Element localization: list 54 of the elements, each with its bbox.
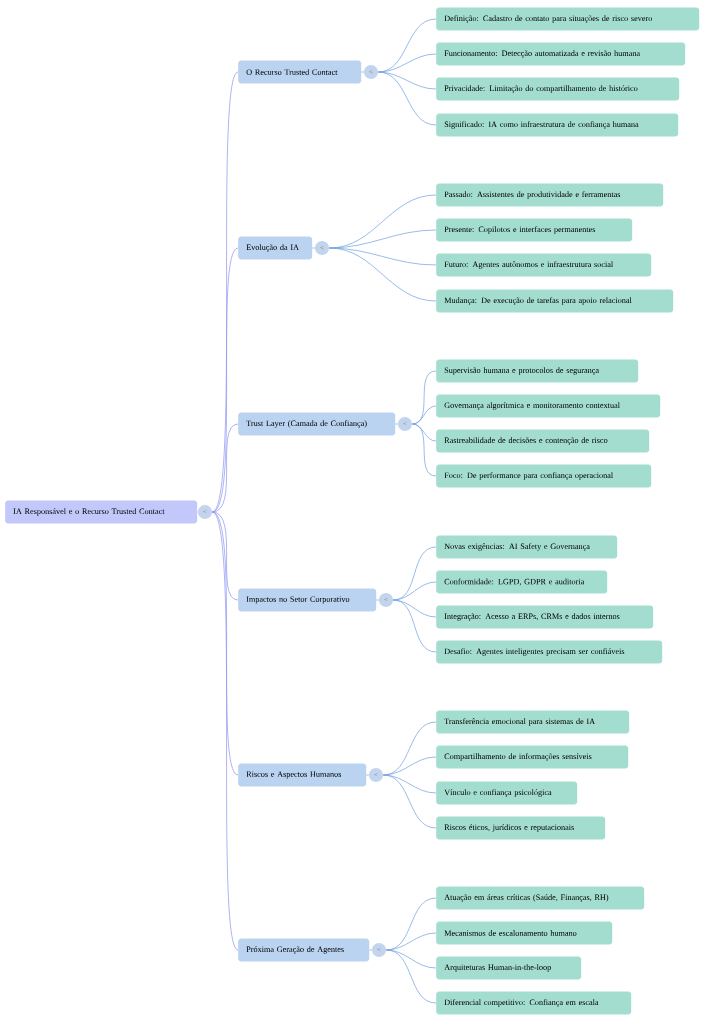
connector-line bbox=[377, 71, 437, 126]
subtopic-box: Supervisão humana e protocolos de segurança bbox=[436, 359, 639, 383]
topic-box: O Recurso Trusted Contact bbox=[238, 60, 362, 84]
subtopic-box: Riscos éticos, jurídicos e reputacionais bbox=[436, 816, 606, 840]
subtopic-box: Mecanismos de escalonamento humano bbox=[436, 921, 613, 945]
subtopic-box: Foco: De performance para confiança operacional bbox=[436, 464, 652, 488]
subtopic-box: Passado: Assistentes de produtividade e ferramentas bbox=[436, 183, 664, 207]
subtopic-box: Integração: Acesso a ERPs, CRMs e dados internos bbox=[436, 605, 654, 629]
connector-line bbox=[392, 599, 437, 653]
connector-line bbox=[211, 511, 239, 601]
subtopic-box: Compartilhamento de informações sensíveis bbox=[436, 745, 629, 769]
connector-line bbox=[411, 423, 437, 477]
connector-line bbox=[392, 581, 437, 601]
subtopic-box: Transferência emocional para sistemas de IA bbox=[436, 710, 630, 734]
connector-line bbox=[369, 949, 373, 951]
connector-line bbox=[395, 423, 399, 425]
connector-line bbox=[328, 247, 437, 266]
connector-line bbox=[361, 71, 365, 73]
connector-line bbox=[312, 247, 316, 249]
connector-line bbox=[211, 511, 239, 951]
subtopic-box: Rastreabilidade de decisões e contenção de risco bbox=[436, 429, 650, 453]
connector-line bbox=[377, 53, 437, 73]
subtopic-box: Funcionamento: Detecção automatizada e revisão humana bbox=[436, 42, 686, 66]
topic-box: Evolução da IA bbox=[238, 236, 313, 260]
connector-line bbox=[328, 247, 437, 302]
subtopic-box: Conformidade: LGPD, GDPR e auditoria bbox=[436, 570, 608, 594]
subtopic-box: Definição: Cadastro de contato para situações de risco severo bbox=[436, 7, 700, 31]
topic-box: Próxima Geração de Agentes bbox=[238, 938, 370, 962]
connector-line bbox=[382, 756, 437, 776]
subtopic-box: Vínculo e confiança psicológica bbox=[436, 781, 578, 805]
connector-line bbox=[385, 932, 437, 951]
subtopic-box: Arquiteturas Human-in-the-loop bbox=[436, 956, 582, 980]
subtopic-box: Diferencial competitivo: Confiança em escala bbox=[436, 991, 632, 1015]
subtopic-box: Futuro: Agentes autônomos e infraestrutura social bbox=[436, 253, 652, 277]
connector-line bbox=[411, 405, 437, 425]
connector-line bbox=[382, 774, 437, 829]
connector-line bbox=[392, 599, 437, 618]
subtopic-box: Novas exigências: AI Safety e Governança bbox=[436, 535, 618, 559]
connector-line bbox=[385, 949, 437, 1004]
topic-box: Trust Layer (Camada de Confiança) bbox=[238, 412, 396, 436]
subtopic-box: Atuação em áreas críticas (Saúde, Finanças, RH) bbox=[436, 886, 645, 910]
connector-line bbox=[211, 71, 239, 513]
topic-box: Impactos no Setor Corporativo bbox=[238, 588, 377, 612]
topic-box: Riscos e Aspectos Humanos bbox=[238, 763, 367, 787]
subtopic-box: Governança algorítmica e monitoramento contextual bbox=[436, 394, 661, 418]
subtopic-box: Privacidade: Limitação do compartilhamento de histórico bbox=[436, 77, 680, 101]
subtopic-box: Presente: Copilotos e interfaces permanentes bbox=[436, 218, 633, 242]
connector-line bbox=[376, 599, 380, 601]
subtopic-box: Significado: IA como infraestrutura de confiança humana bbox=[436, 113, 679, 137]
root-topic-box: IA Responsável e o Recurso Trusted Contact bbox=[5, 500, 198, 524]
connector-line bbox=[366, 774, 370, 776]
connector-line bbox=[211, 423, 239, 513]
subtopic-box: Mudança: De execução de tarefas para apoio relacional bbox=[436, 289, 674, 313]
subtopic-box: Desafio: Agentes inteligentes precisam ser confiáveis bbox=[436, 640, 663, 664]
